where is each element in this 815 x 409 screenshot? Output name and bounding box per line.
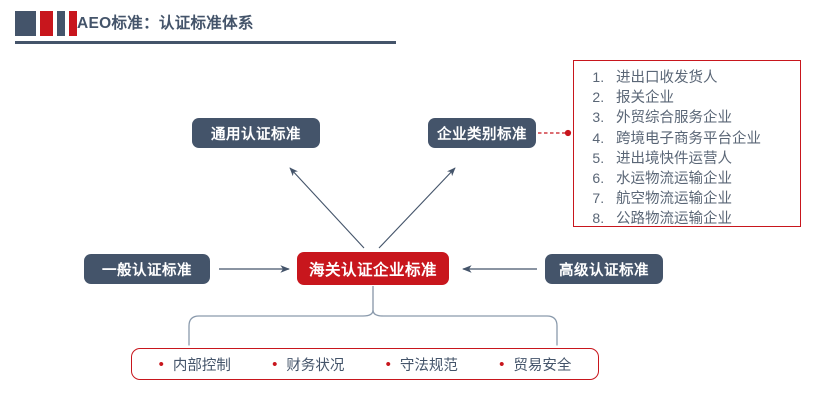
node-customs-certified-enterprise-standard[interactable]: 海关认证企业标准 [297,252,449,285]
accent-bar-blue-2 [57,11,65,36]
criteria-item-financial-status: • 财务状况 [272,354,344,375]
accent-bar-red-1 [40,11,53,36]
accent-bar-blue-1 [15,11,36,36]
node-category-standard[interactable]: 企业类别标准 [428,118,536,148]
list-item: 水运物流运输企业 [608,169,794,189]
header-accent-bars [15,11,77,36]
node-basic-standard[interactable]: 一般认证标准 [84,254,210,284]
criteria-item-trade-security: • 贸易安全 [499,354,571,375]
arrow-to-general-standard [289,167,365,249]
bullet-icon: • [158,355,164,373]
list-item: 进出境快件运营人 [608,149,794,169]
list-item: 航空物流运输企业 [608,189,794,209]
list-item: 进出口收发货人 [608,68,794,88]
criteria-label: 内部控制 [172,357,231,374]
node-general-standard[interactable]: 通用认证标准 [192,118,320,148]
criteria-label: 贸易安全 [513,357,572,374]
criteria-box: • 内部控制 • 财务状况 • 守法规范 • 贸易安全 [131,348,599,380]
criteria-brace [188,309,558,346]
criteria-item-internal-control: • 内部控制 [159,354,231,375]
criteria-item-legal-compliance: • 守法规范 [386,354,458,375]
arrow-to-category-standard [378,167,456,249]
criteria-label: 财务状况 [286,357,345,374]
bullet-icon: • [499,355,505,373]
header-divider-rule [15,41,396,44]
list-item: 跨境电子商务平台企业 [608,129,794,149]
enterprise-category-ordered-list: 进出口收发货人 报关企业 外贸综合服务企业 跨境电子商务平台企业 进出境快件运营… [582,68,794,230]
enterprise-category-list: 进出口收发货人 报关企业 外贸综合服务企业 跨境电子商务平台企业 进出境快件运营… [573,60,801,227]
callout-endpoint-dot [564,129,572,137]
bullet-icon: • [272,355,278,373]
list-item: 外贸综合服务企业 [608,108,794,128]
page-title: AEO标准：认证标准体系 [77,15,254,32]
node-advanced-standard[interactable]: 高级认证标准 [545,254,663,284]
list-item: 报关企业 [608,88,794,108]
accent-bar-red-2 [69,11,77,36]
list-item: 公路物流运输企业 [608,209,794,229]
bullet-icon: • [385,355,391,373]
criteria-label: 守法规范 [399,357,458,374]
